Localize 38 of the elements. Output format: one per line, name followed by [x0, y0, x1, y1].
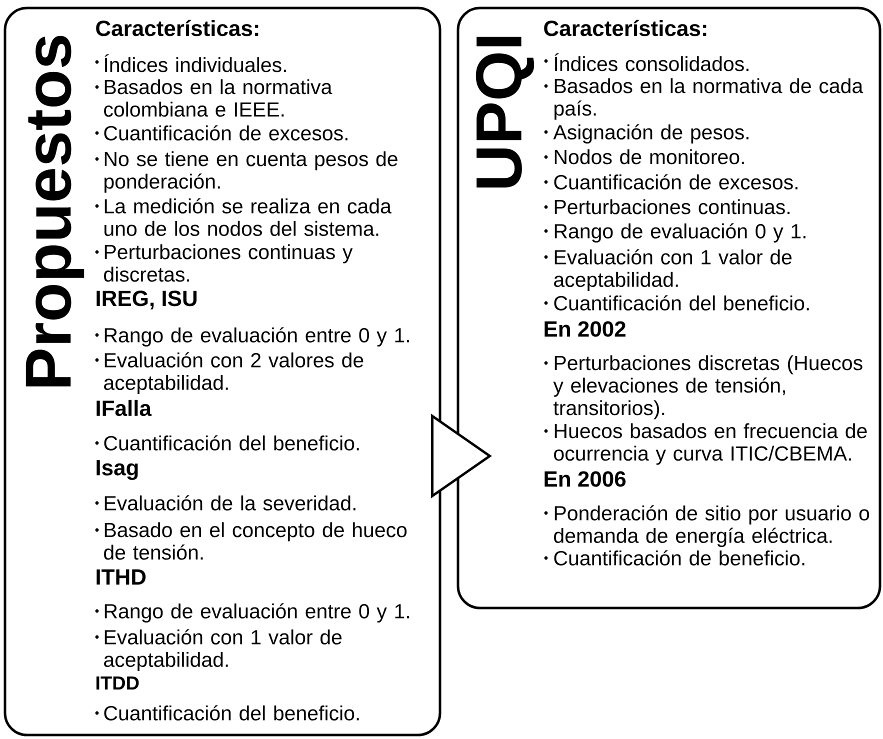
section-heading: Características: [544, 20, 706, 36]
bullet-item: Cuantificación del beneficio. [95, 705, 359, 720]
bullet-item: Evaluación con 1 valor de aceptabilidad. [95, 629, 342, 672]
section-heading: IFalla [96, 400, 152, 416]
section-heading: Isag [96, 460, 138, 480]
section-heading: En 2006 [544, 471, 626, 487]
bullet-item: Cuantificación del beneficio. [95, 435, 359, 450]
bullet-item: Índices consolidados. [544, 53, 748, 72]
bullet-item: Basados en la normativa de cada país. [544, 78, 864, 120]
bullet-item: Perturbaciones continuas y discretas. [95, 244, 353, 282]
section-heading: IREG, ISU [96, 290, 197, 310]
bullet-item: Evaluación con 2 valores de aceptabilidad. [95, 352, 364, 394]
bullet-item: Cuantificación de excesos. [95, 125, 348, 140]
bullet-item: Evaluación con 1 valor de aceptabilidad. [544, 249, 792, 292]
bullet-item: Perturbaciones continuas. [544, 199, 790, 214]
bullet-item: Perturbaciones discretas (Huecos y elevaciones de tensión, transitorios). [544, 355, 862, 420]
bullet-item: Rango de evaluación entre 0 y 1. [95, 327, 409, 347]
bullet-item: Rango de evaluación entre 0 y 1. [95, 603, 409, 623]
bullet-item: Cuantificación del beneficio. [544, 295, 809, 310]
bullet-item: Basados en la normativa colombiana e IEEE. [95, 79, 332, 117]
section-heading: ITDD [96, 676, 139, 690]
bullet-item: La medición se realiza en cada uno de los nodos del sistema. [95, 198, 392, 236]
side-title: Propuestos [26, 36, 84, 386]
side-title: UPQI [476, 36, 534, 188]
bullet-item: Huecos basados en frecuencia de ocurrencia y curva ITIC/CBEMA. [544, 423, 867, 465]
bullet-item: No se tiene en cuenta pesos de ponderación. [95, 151, 398, 193]
bullet-item: Asignación de pesos. [544, 124, 748, 144]
bullet-item: Nodos de monitoreo. [544, 149, 744, 164]
bullet-item: Índices individuales. [95, 54, 286, 72]
bullet-item: Ponderación de sitio por usuario o demanda de energía eléctrica. [544, 505, 870, 548]
bullet-item: Cuantificación de excesos. [544, 174, 798, 190]
bullet-item: Rango de evaluación 0 y 1. [544, 223, 806, 243]
section-heading: ITHD [96, 569, 146, 585]
bullet-item: Cuantificación de beneficio. [544, 550, 804, 566]
bullet-item: Basado en el concepto de hueco de tensión. [95, 522, 407, 560]
section-heading: Características: [96, 20, 258, 36]
bullet-item: Evaluación de la severidad. [95, 495, 356, 510]
section-heading: En 2002 [544, 321, 626, 337]
